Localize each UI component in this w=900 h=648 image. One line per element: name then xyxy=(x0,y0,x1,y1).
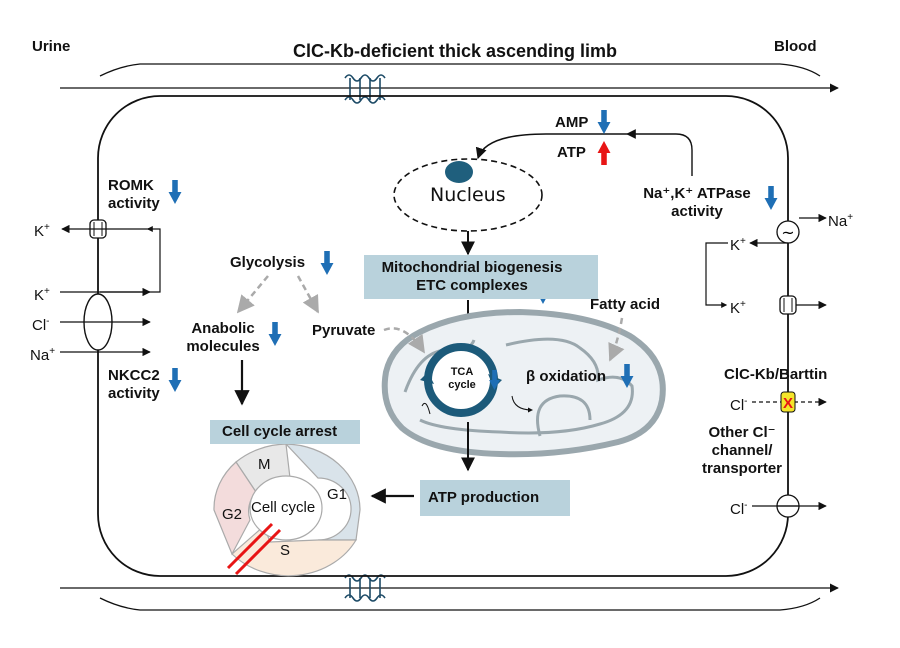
romk-line2: activity xyxy=(108,195,160,212)
pump-line2: activity xyxy=(671,203,723,220)
atp-production-label: ATP production xyxy=(428,489,540,506)
other-cl-label: Other Cl⁻ channel/ transporter xyxy=(690,424,794,478)
ion-k-into-cell: K+ xyxy=(730,236,746,254)
nkcc2-line2: activity xyxy=(108,385,160,402)
ion-k-basolateral: K+ xyxy=(730,299,746,317)
phase-s-label: S xyxy=(280,542,291,559)
biogenesis-box xyxy=(364,255,598,299)
ion-cl-clc: Cl- xyxy=(730,396,748,414)
tca-side-arrow-right xyxy=(511,395,533,413)
cell-cycle-wheel xyxy=(213,443,361,577)
cell-cycle-arrest-box xyxy=(210,420,360,444)
tight-junction-bottom xyxy=(344,574,386,602)
bottom-lumen-arrow xyxy=(60,583,839,611)
nkcc2-down-arrow xyxy=(168,368,182,392)
nucleus xyxy=(393,158,543,232)
phase-g2-label: G2 xyxy=(222,506,243,523)
pyruvate-label: Pyruvate xyxy=(312,322,376,339)
atp-up-arrow xyxy=(597,141,611,165)
mito-line2: ETC complexes xyxy=(416,277,528,294)
anabolic-line1: Anabolic xyxy=(191,320,255,337)
fatty-acid-label: Fatty acid xyxy=(590,296,661,313)
glycolysis-to-pyruvate-arrow xyxy=(296,275,320,314)
biogenesis-text: Mitochondrial biogenesis ETC complexes xyxy=(364,259,580,295)
ion-cl-other: Cl- xyxy=(730,500,748,518)
ion-na-influx: Na+ xyxy=(30,346,56,364)
glycolysis-to-anabolic-arrow xyxy=(236,275,269,314)
ion-k-influx: K+ xyxy=(34,286,50,304)
clc-kb-blocked-channel: X xyxy=(780,391,796,413)
tca-label: TCA cycle xyxy=(440,366,484,392)
other-line2: channel/ xyxy=(711,442,773,459)
tight-junction-top xyxy=(344,74,386,104)
basolateral-k-channel xyxy=(779,295,797,315)
anabolic-line2: molecules xyxy=(186,338,260,355)
anabolic-down-arrow xyxy=(268,322,282,346)
anabolic-label: Anabolic molecules xyxy=(178,320,268,356)
apical-lumen-arrow xyxy=(60,63,839,93)
ion-na-efflux: Na+ xyxy=(828,212,854,230)
mito-line1: Mitochondrial biogenesis xyxy=(381,259,563,276)
k-recycle-line xyxy=(100,226,161,293)
nucleus-label: Nucleus xyxy=(430,184,506,206)
atp-production-box xyxy=(420,480,570,516)
atp-label: ATP xyxy=(557,144,586,161)
other-line1: Other Cl⁻ xyxy=(708,424,776,441)
svg-text:X: X xyxy=(783,395,793,412)
other-line3: transporter xyxy=(701,460,783,477)
cell-cycle-center-label: Cell cycle xyxy=(251,499,316,516)
na-k-atpase-label: Na⁺,K⁺ ATPase activity xyxy=(632,185,762,221)
tca-line2: cycle xyxy=(448,379,476,391)
tca-side-arrow-left xyxy=(421,402,431,415)
nkcc2-line1: NKCC2 xyxy=(108,367,160,384)
tca-line1: TCA xyxy=(450,366,474,378)
amp-down-arrow xyxy=(597,110,611,134)
amp-to-nucleus-arrow xyxy=(475,133,547,160)
na-k-atpase-pump: ~ xyxy=(776,220,800,244)
clc-kb-label: ClC-Kb/Barttin xyxy=(724,366,828,383)
amp-label: AMP xyxy=(555,114,589,131)
svg-text:~: ~ xyxy=(781,223,794,242)
glycolysis-label: Glycolysis xyxy=(230,254,306,271)
glycolysis-down-arrow xyxy=(320,251,334,275)
beta-oxidation-label: β oxidation xyxy=(526,368,606,385)
phase-g1-label: G1 xyxy=(327,486,348,503)
pump-down-arrow xyxy=(764,186,778,210)
cell-cycle-arrest-label: Cell cycle arrest xyxy=(222,423,338,440)
phase-m-label: M xyxy=(258,456,271,473)
pyruvate-dashed-arrow xyxy=(383,327,426,354)
k-basolateral-loop xyxy=(705,242,728,308)
ion-k-efflux: K+ xyxy=(34,222,50,240)
romk-line1: ROMK xyxy=(108,177,154,194)
ion-cl-influx: Cl- xyxy=(32,316,50,334)
pump-to-amp-arrow xyxy=(626,129,693,151)
romk-down-arrow xyxy=(168,180,182,204)
nucleolus xyxy=(445,161,473,183)
urine-label: Urine xyxy=(32,38,71,55)
diagram-title: ClC-Kb-deficient thick ascending limb xyxy=(292,41,618,61)
fatty-acid-dashed-arrow xyxy=(608,317,625,362)
nkcc2-label: NKCC2 activity xyxy=(108,367,160,403)
romk-label: ROMK activity xyxy=(108,177,160,213)
blood-label: Blood xyxy=(774,38,817,55)
cell-cycle-block-mark xyxy=(226,522,282,576)
pump-line1: Na⁺,K⁺ ATPase xyxy=(643,185,751,202)
